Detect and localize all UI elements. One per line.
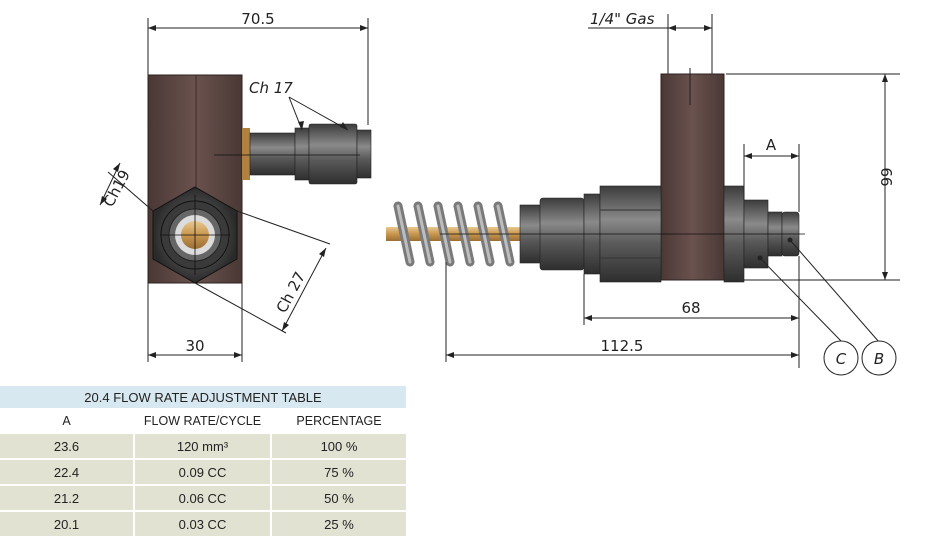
label-ch19: Ch19 bbox=[100, 167, 134, 210]
table-row: 20.1 0.03 CC 25 % bbox=[0, 512, 406, 536]
cell-flow: 0.03 CC bbox=[133, 512, 270, 536]
dim-top-width: 70.5 bbox=[241, 10, 274, 28]
left-view: 70.5 Ch 17 Ch19 bbox=[99, 10, 372, 362]
cell-flow: 120 mm³ bbox=[133, 434, 270, 458]
cell-a: 22.4 bbox=[0, 460, 133, 484]
cell-a: 20.1 bbox=[0, 512, 133, 536]
right-view: 1/4" Gas 66 A bbox=[386, 10, 900, 376]
table-row: 21.2 0.06 CC 50 % bbox=[0, 486, 406, 510]
cell-flow: 0.09 CC bbox=[133, 460, 270, 484]
label-thread: 1/4" Gas bbox=[590, 10, 655, 28]
label-ch17: Ch 17 bbox=[249, 79, 293, 97]
flow-rate-table: 20.4 FLOW RATE ADJUSTMENT TABLE A FLOW R… bbox=[0, 384, 406, 538]
dim-adjust-a: A bbox=[766, 136, 777, 154]
cell-a: 23.6 bbox=[0, 434, 133, 458]
callout-c: C bbox=[836, 350, 847, 368]
cell-percentage: 50 % bbox=[270, 486, 406, 510]
dim-height: 66 bbox=[877, 167, 895, 186]
header-a: A bbox=[0, 410, 133, 432]
cell-flow: 0.06 CC bbox=[133, 486, 270, 510]
header-percentage: PERCENTAGE bbox=[270, 410, 406, 432]
cell-percentage: 25 % bbox=[270, 512, 406, 536]
callout-b: B bbox=[874, 350, 884, 368]
table-title: 20.4 FLOW RATE ADJUSTMENT TABLE bbox=[0, 386, 406, 408]
dim-length-total: 112.5 bbox=[601, 337, 644, 355]
callout-c-circle bbox=[823, 340, 859, 376]
label-ch27: Ch 27 bbox=[273, 269, 309, 316]
cell-a: 21.2 bbox=[0, 486, 133, 510]
header-flow-rate: FLOW RATE/CYCLE bbox=[133, 410, 270, 432]
cell-percentage: 100 % bbox=[270, 434, 406, 458]
technical-drawing: 70.5 Ch 17 Ch19 bbox=[99, 10, 900, 376]
dim-length-68: 68 bbox=[681, 299, 700, 317]
callout-b-circle bbox=[861, 340, 897, 376]
manifold-block-side bbox=[660, 73, 725, 281]
dim-bottom-width: 30 bbox=[185, 337, 204, 355]
table-row: 22.4 0.09 CC 75 % bbox=[0, 460, 406, 484]
table-row: 23.6 120 mm³ 100 % bbox=[0, 434, 406, 458]
cell-percentage: 75 % bbox=[270, 460, 406, 484]
